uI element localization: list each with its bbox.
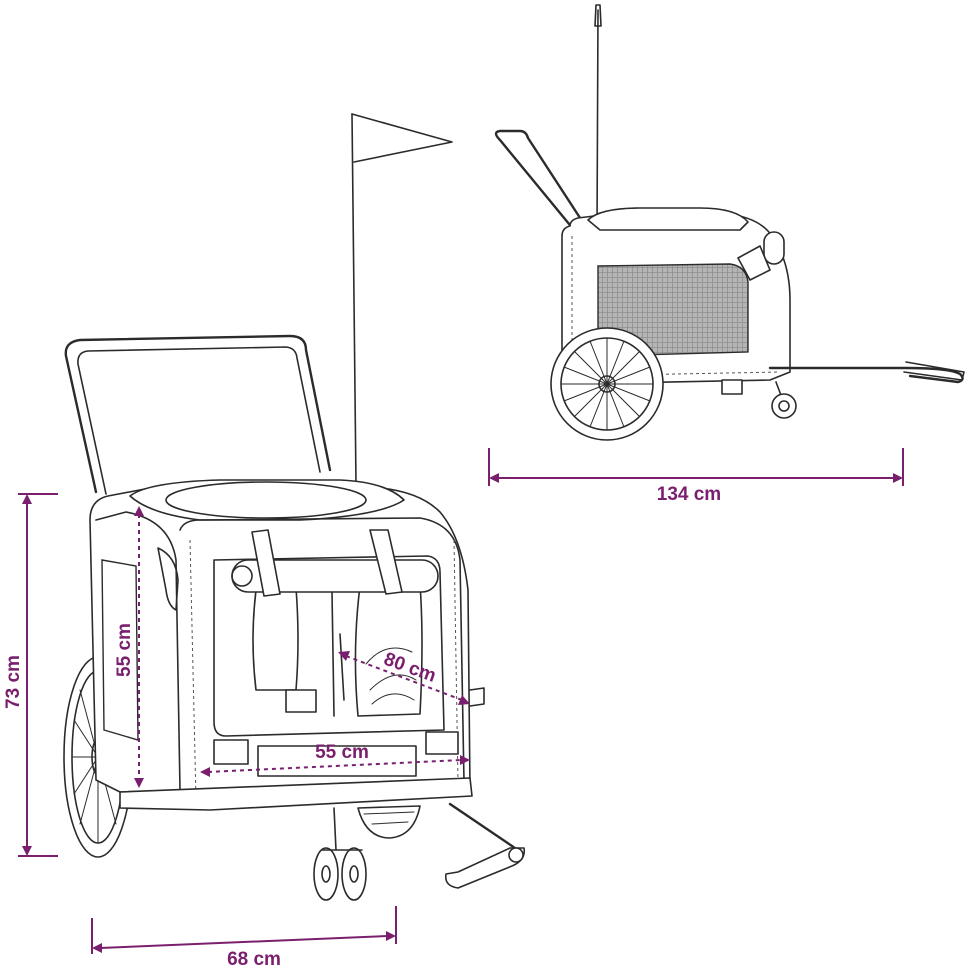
front-top-lid-rim <box>165 481 367 519</box>
front-license-panel <box>257 745 417 777</box>
front-rolled-flap-end <box>231 565 253 587</box>
front-push-handle <box>64 334 332 494</box>
front-flag-pole <box>351 113 357 486</box>
front-door-zipper <box>339 633 345 701</box>
front-side-panel <box>95 511 181 791</box>
height-extension-lines <box>18 493 58 857</box>
dimension-length: 134 cm <box>488 448 904 505</box>
dimension-inner-width: 55 cm <box>200 742 470 777</box>
front-door-opening <box>213 555 445 737</box>
front-flag <box>351 113 453 163</box>
front-mesh-flap-right <box>354 583 423 717</box>
side-caster-hub <box>778 400 790 412</box>
length-label: 134 cm <box>657 484 721 505</box>
width-label: 68 cm <box>227 949 281 970</box>
inner-width-label: 55 cm <box>315 742 369 763</box>
dimension-width: 68 cm <box>91 906 397 970</box>
side-top-cover <box>587 207 749 231</box>
inner-width-dimension-line <box>207 759 463 773</box>
dimension-height: 73 cm <box>3 493 58 857</box>
front-body <box>89 487 471 805</box>
trailer-side-view <box>494 4 965 441</box>
inner-height-label: 55 cm <box>114 623 135 677</box>
side-tow-bar <box>768 366 964 384</box>
side-rolled-flap <box>763 231 785 265</box>
front-right-wheel <box>357 805 421 839</box>
length-extension-lines <box>488 448 904 486</box>
front-door-tag <box>285 689 317 713</box>
front-caster-wheels <box>313 847 367 901</box>
front-reflector-right <box>425 731 459 755</box>
front-flap-strap-right <box>369 529 403 595</box>
side-tow-bar-strap <box>903 361 965 381</box>
front-reflector-left <box>213 739 249 765</box>
side-push-handle <box>494 129 586 232</box>
height-label: 73 cm <box>3 655 24 709</box>
front-tow-hitch <box>508 847 524 863</box>
side-reflector <box>737 245 771 281</box>
width-dimension-line <box>99 935 389 949</box>
side-antenna <box>596 9 599 233</box>
front-push-handle-inner <box>77 346 321 495</box>
front-interior-cushion <box>365 647 417 705</box>
front-frame-outline <box>179 517 465 783</box>
front-door-center-seam <box>331 591 335 717</box>
front-tow-hitch-strap <box>444 847 526 889</box>
front-tow-arm <box>448 802 522 854</box>
side-buckle <box>721 379 743 395</box>
front-top-lid <box>129 479 405 521</box>
front-bottom-frame <box>119 777 473 811</box>
front-caster-fork <box>333 807 337 851</box>
front-flap-strap-left <box>251 529 281 597</box>
side-antenna-tip <box>594 4 602 27</box>
front-side-strap <box>157 547 179 611</box>
front-frame-stitching <box>189 539 459 801</box>
side-rear-wheel <box>550 327 664 441</box>
dimension-inner-height: 55 cm <box>114 506 144 788</box>
trailer-front-view <box>63 113 526 901</box>
side-caster-wheel <box>771 393 797 419</box>
side-mesh-window <box>597 263 749 357</box>
front-side-clip <box>469 687 485 707</box>
